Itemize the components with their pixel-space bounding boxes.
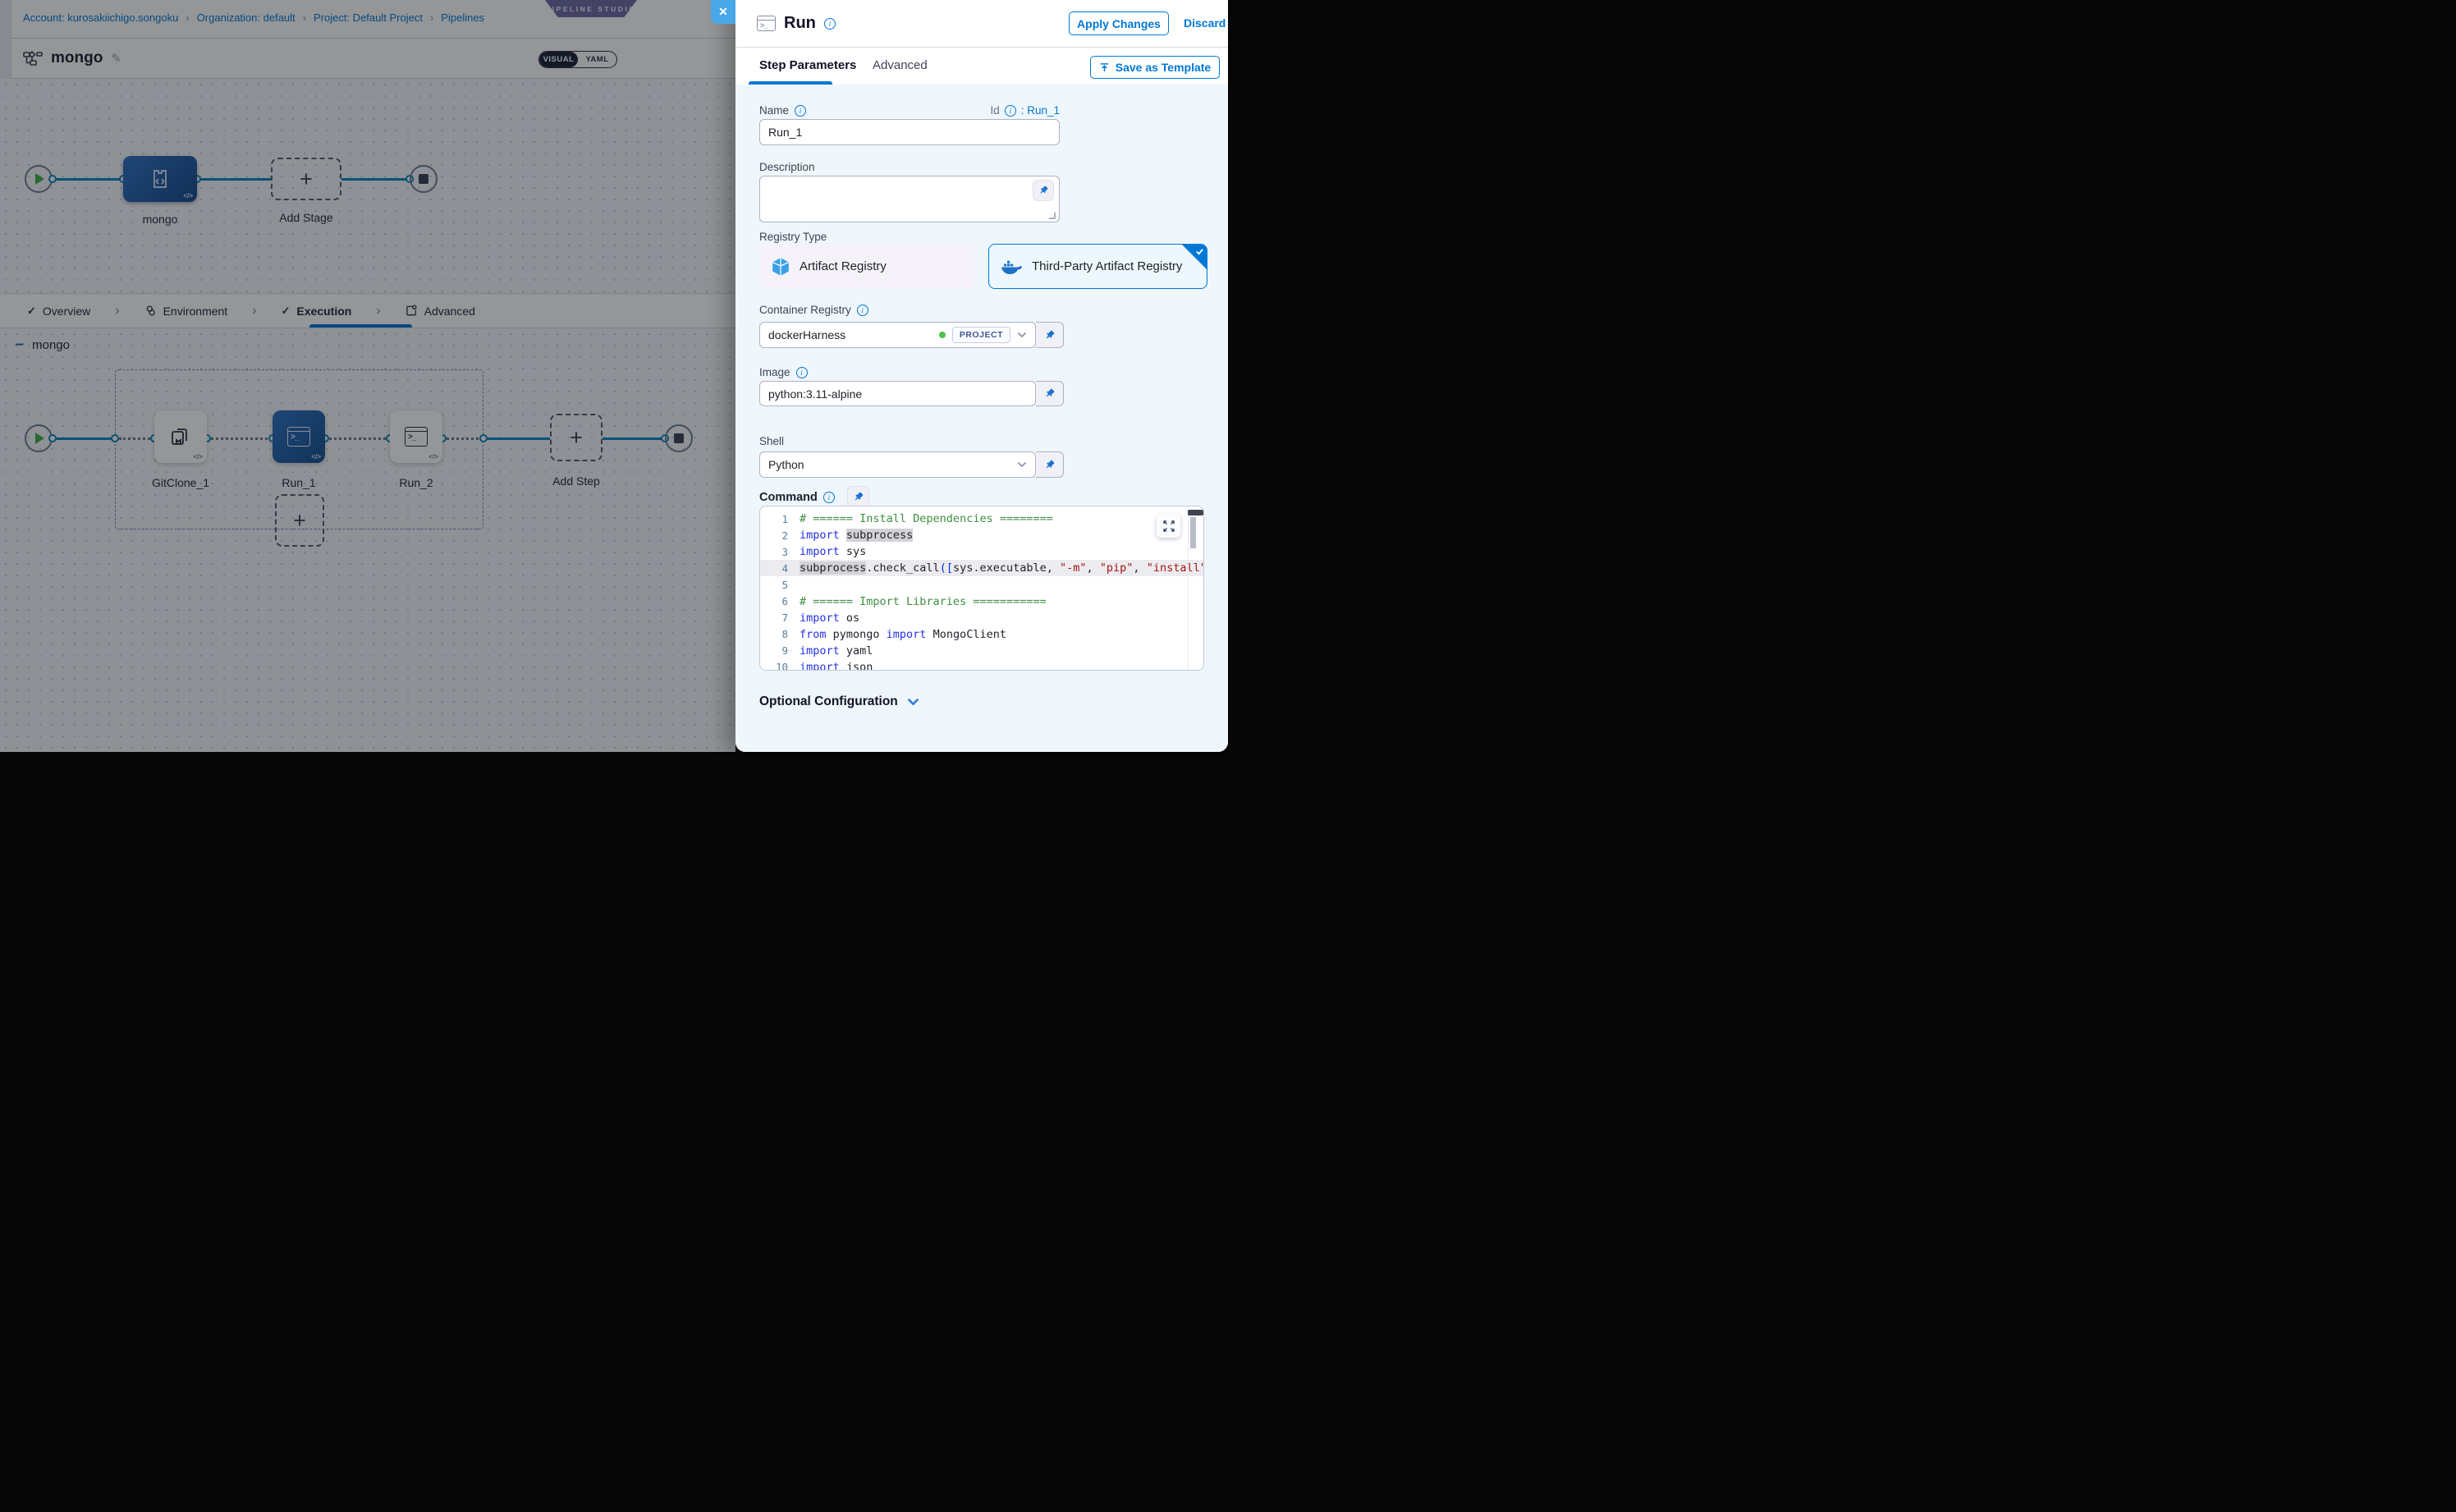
panel-header: >_ Run Apply Changes Discard [735, 0, 1228, 48]
shell-select[interactable]: Python [759, 451, 1036, 478]
optional-configuration-toggle[interactable]: Optional Configuration [759, 694, 919, 709]
code-editor-lines: 1# ====== Install Dependencies ========2… [760, 506, 1203, 671]
chevron-down-icon [907, 698, 919, 706]
discard-button[interactable]: Discard [1184, 16, 1226, 30]
pin-icon [1043, 329, 1056, 341]
upload-icon [1099, 62, 1110, 73]
code-line-6: 6# ====== Import Libraries =========== [760, 593, 1203, 609]
line-number: 5 [760, 579, 788, 591]
docker-icon [1001, 259, 1022, 275]
name-input[interactable] [759, 119, 1060, 145]
panel-tabs: Step Parameters Advanced Save as Templat… [735, 48, 1228, 85]
info-icon[interactable] [824, 18, 836, 30]
chevron-down-icon [1017, 461, 1027, 468]
name-label: Name [759, 104, 806, 117]
image-input[interactable] [759, 381, 1036, 406]
code-line-1: 1# ====== Install Dependencies ======== [760, 511, 1203, 527]
minimap-slider[interactable] [1188, 510, 1203, 515]
shell-label: Shell [759, 435, 784, 447]
description-label: Description [759, 161, 815, 173]
line-number: 8 [760, 628, 788, 640]
pin-button[interactable] [1036, 322, 1064, 348]
info-icon[interactable] [796, 367, 808, 378]
line-number: 3 [760, 546, 788, 558]
line-number: 7 [760, 612, 788, 624]
line-number: 2 [760, 529, 788, 542]
chevron-down-icon[interactable] [1017, 332, 1027, 338]
run-step-icon: >_ [757, 16, 776, 31]
step-config-panel: >_ Run Apply Changes Discard Step Parame… [735, 0, 1228, 752]
command-code-editor[interactable]: 1# ====== Install Dependencies ========2… [759, 506, 1204, 671]
scope-badge: PROJECT [952, 327, 1010, 343]
resize-handle[interactable] [1048, 212, 1056, 219]
tab-advanced[interactable]: Advanced [873, 58, 928, 72]
apply-changes-button[interactable]: Apply Changes [1069, 11, 1169, 35]
pin-button[interactable] [1033, 180, 1054, 201]
connector-status-dot [939, 332, 946, 338]
container-registry-input[interactable]: dockerHarness PROJECT [759, 322, 1036, 348]
image-label: Image [759, 366, 808, 378]
code-line-5: 5 [760, 576, 1203, 593]
code-line-10: 10import json [760, 659, 1203, 671]
info-icon[interactable] [823, 492, 835, 503]
info-icon[interactable] [857, 305, 868, 316]
pin-icon [852, 491, 864, 503]
line-number: 1 [760, 513, 788, 525]
pin-button[interactable] [1036, 451, 1064, 478]
scrollbar-thumb[interactable] [1190, 517, 1196, 548]
registry-type-label: Registry Type [759, 231, 827, 243]
fullscreen-icon [1163, 520, 1175, 532]
selected-check-corner [1182, 245, 1207, 269]
panel-title: Run [784, 14, 816, 33]
close-panel-button[interactable]: ✕ [711, 0, 735, 24]
pin-icon [1038, 185, 1049, 196]
screen: Account: kurosakiichigo.songoku›Organiza… [0, 0, 1228, 756]
line-number: 9 [760, 644, 788, 657]
info-icon[interactable] [1005, 105, 1016, 117]
code-line-7: 7import os [760, 610, 1203, 626]
panel-content: Name Id : Run_1 Description Registry Typ… [735, 85, 1228, 752]
save-as-template-button[interactable]: Save as Template [1090, 56, 1220, 79]
scrollbar-track [1188, 506, 1189, 670]
line-number: 10 [760, 661, 788, 671]
code-line-3: 3import sys [760, 543, 1203, 560]
pin-icon [1043, 459, 1056, 471]
step-id-value[interactable]: : Run_1 [1021, 104, 1060, 117]
pin-button[interactable] [1036, 381, 1064, 406]
artifact-registry-icon [772, 257, 790, 277]
pin-icon [1043, 387, 1056, 400]
tab-step-parameters[interactable]: Step Parameters [759, 58, 856, 72]
expand-editor-button[interactable] [1157, 514, 1180, 538]
step-id: Id : Run_1 [990, 104, 1060, 117]
description-textarea[interactable] [759, 176, 1060, 222]
line-number: 6 [760, 595, 788, 607]
code-line-8: 8from pymongo import MongoClient [760, 626, 1203, 643]
container-registry-label: Container Registry [759, 304, 868, 316]
command-label: Command [759, 486, 869, 508]
code-line-4: 4subprocess.check_call([sys.executable, … [760, 560, 1203, 576]
registry-option-thirdparty[interactable]: Third-Party Artifact Registry [988, 244, 1207, 289]
modal-dim-overlay [0, 0, 735, 752]
code-line-9: 9import yaml [760, 643, 1203, 659]
line-number: 4 [760, 562, 788, 575]
registry-option-artifact[interactable]: Artifact Registry [759, 244, 975, 289]
info-icon[interactable] [795, 105, 806, 117]
check-icon [1195, 247, 1204, 256]
code-line-2: 2import subprocess [760, 527, 1203, 543]
pin-button[interactable] [847, 486, 869, 508]
